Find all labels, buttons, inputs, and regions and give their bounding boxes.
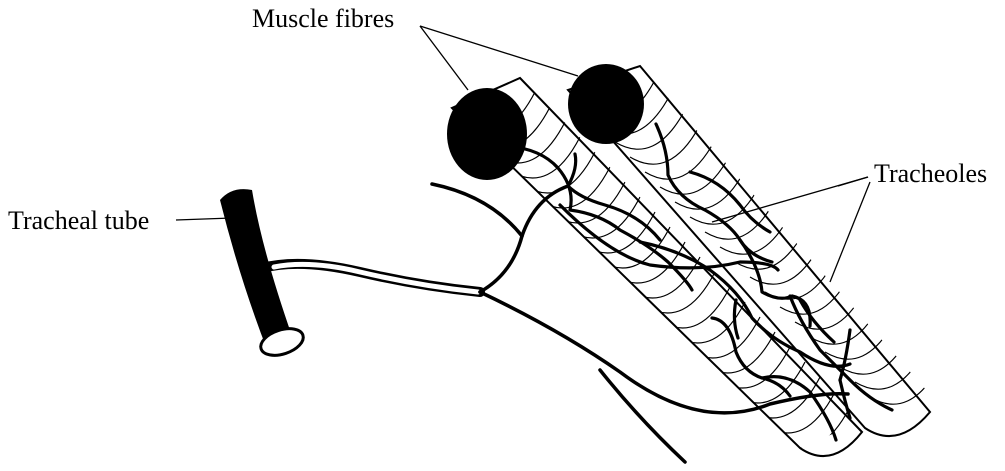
muscle-fibre-right-end [568, 64, 644, 144]
label-tracheal-tube: Tracheal tube [8, 208, 149, 234]
label-tracheoles: Tracheoles [874, 161, 987, 187]
leader-muscle-fibre-left [420, 26, 468, 90]
leader-muscle-fibre-right [420, 26, 578, 76]
leader-tracheoles-3 [830, 182, 870, 282]
label-muscle-fibres: Muscle fibres [252, 6, 394, 32]
leader-tracheal-tube [176, 218, 232, 220]
muscle-fibre-left-end [447, 88, 527, 180]
leader-tracheoles-2 [838, 177, 868, 186]
tracheal-tube [220, 189, 307, 360]
